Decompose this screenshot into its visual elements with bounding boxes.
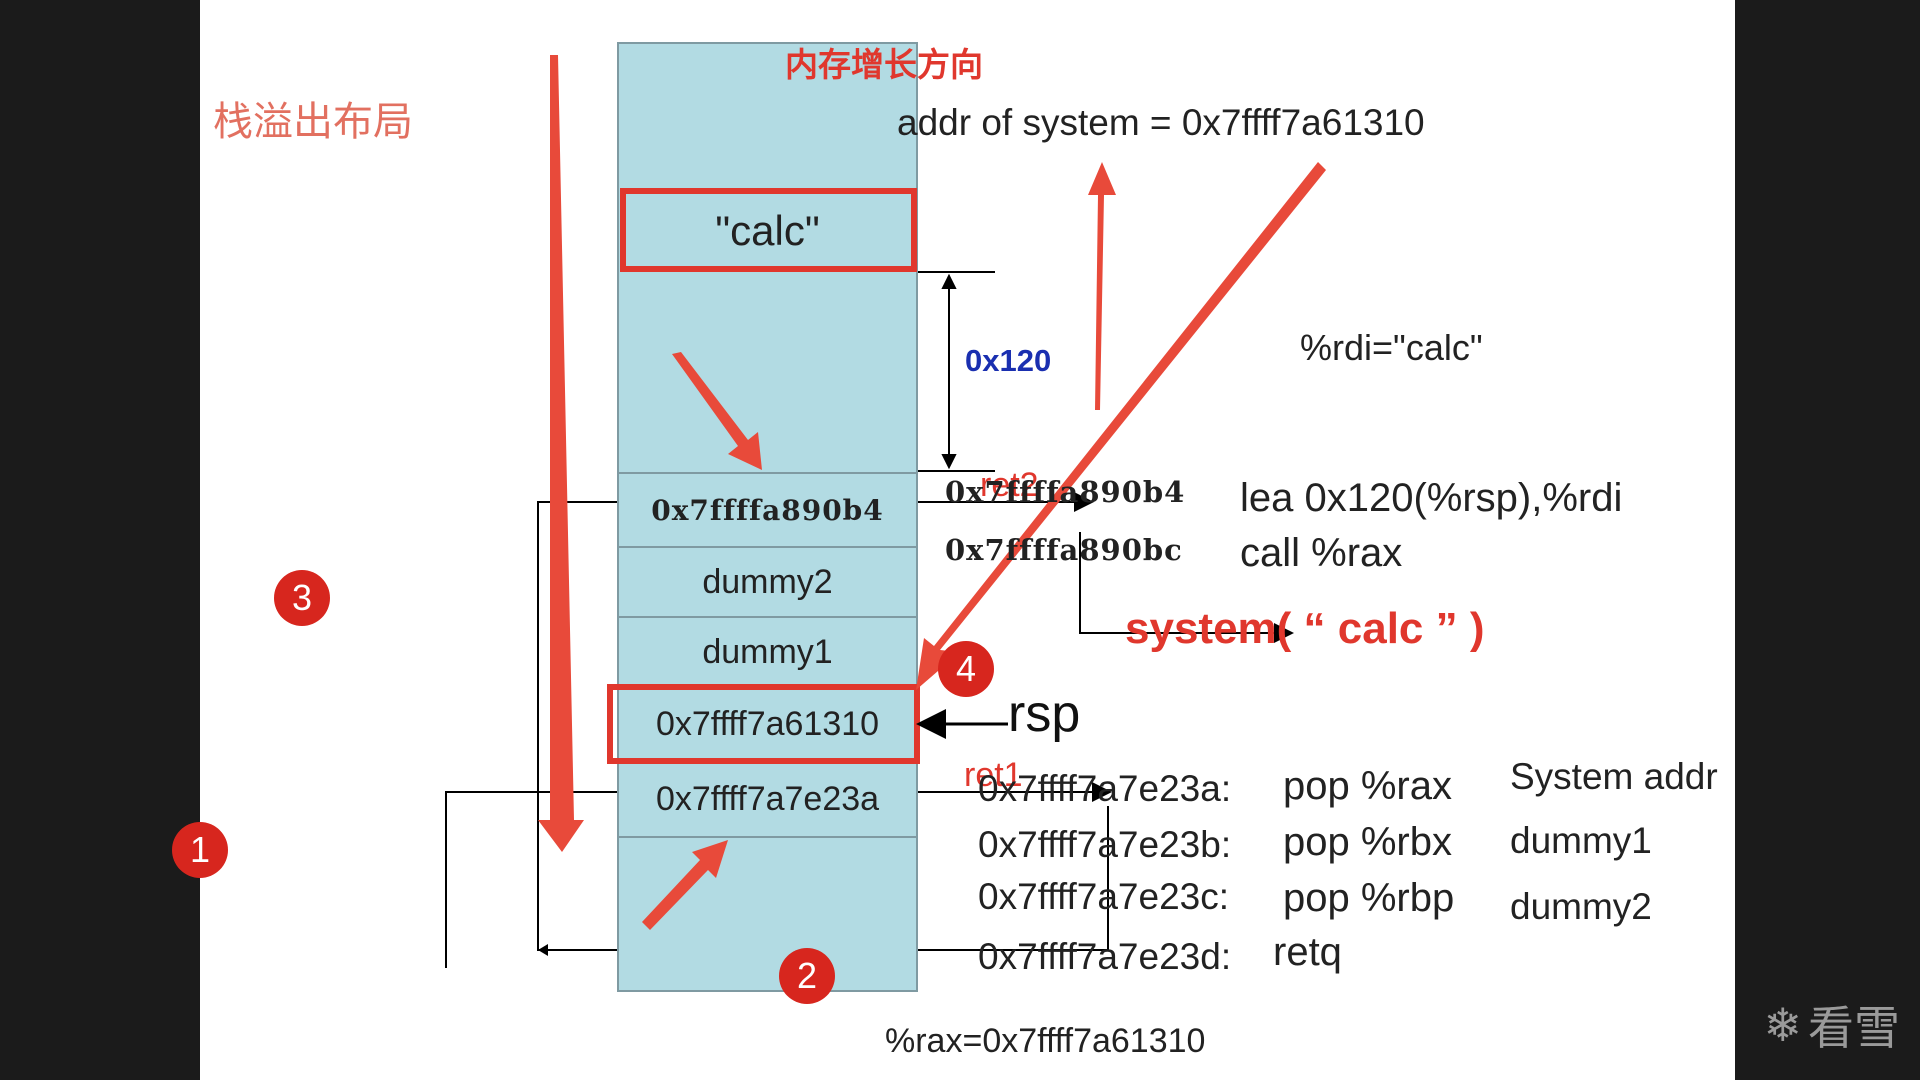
loop-1-path: [445, 791, 617, 968]
red-annotation-arrows: [538, 55, 1326, 930]
stack-divider: [617, 836, 918, 838]
system-call-result: system( “ calc ” ): [1125, 604, 1485, 653]
call-to-system-arrow: [1079, 532, 1294, 643]
slide-canvas: "calc" 0x7ffffa890b4 dummy2 dummy1 0x7ff…: [172, 0, 1735, 1080]
loop-3-path: [537, 501, 617, 951]
watermark: ❄ 看雪: [1763, 992, 1900, 1058]
stack-cell-dummy1: dummy1: [702, 632, 833, 671]
gadget1-note: dummy2: [1510, 886, 1652, 927]
gadget1-address: 0x7ffff7a7e23d:: [978, 936, 1232, 977]
memory-growth-title: 内存增长方向: [785, 46, 983, 83]
stack-divider: [617, 616, 918, 618]
layout-arrow: [538, 55, 584, 852]
growth-arrow: [1088, 162, 1116, 410]
gadget2-instruction-1: lea 0x120(%rsp),%rdi: [1240, 476, 1623, 520]
rsp-label: rsp: [1008, 685, 1081, 743]
stack-divider: [617, 472, 918, 474]
stack-divider: [617, 546, 918, 548]
step-badge-4: 4: [938, 641, 994, 697]
gadget1-address: 0x7ffff7a7e23b:: [978, 824, 1232, 865]
snowflake-icon: ❄: [1763, 999, 1802, 1051]
step-badge-3: 3: [274, 570, 330, 626]
offset-pointer-arrow: [672, 352, 762, 470]
stack-cell-calc: "calc": [715, 207, 820, 254]
offset-bracket: [918, 271, 995, 472]
rdi-note: %rdi="calc": [1300, 327, 1483, 368]
stack-cell-gadget-address: 0x7ffff7a7e23a: [655, 779, 880, 818]
watermark-text: 看雪: [1808, 1002, 1900, 1054]
gadget1-instruction: retq: [1273, 930, 1342, 974]
gadget2-address-2: 0x7ffffa890bc: [945, 533, 1183, 567]
stack-cell-system-address: 0x7ffff7a61310: [655, 704, 880, 743]
gadget1-instruction: pop %rax: [1283, 764, 1452, 808]
gadget2-instruction-2: call %rax: [1240, 531, 1403, 575]
step-badge-1: 1: [172, 822, 228, 878]
ret1-label: ret1: [964, 756, 1023, 794]
gadget1-note: System addr: [1510, 756, 1718, 797]
gadget-pointer-arrow: [642, 840, 728, 930]
gadget1-instruction: pop %rbp: [1283, 876, 1455, 920]
loop-2-path: [918, 806, 1109, 951]
calc-highlight-box: [620, 188, 917, 272]
stack-layout-title: 栈溢出布局: [213, 100, 413, 144]
step-badge-2: 2: [779, 948, 835, 1004]
ret2-label: ret2: [980, 466, 1039, 504]
offset-label: 0x120: [965, 343, 1052, 378]
gadget2-address-1: 0x7ffffa890b4: [945, 475, 1186, 509]
gadget1-instruction: pop %rbx: [1283, 820, 1452, 864]
rax-note: %rax=0x7ffff7a61310: [885, 1022, 1206, 1060]
diagram-arrows: [445, 55, 1326, 968]
stack-column: [617, 42, 918, 992]
system-address-note: addr of system = 0x7ffff7a61310: [897, 102, 1425, 143]
gadget1-address: 0x7ffff7a7e23a:: [978, 768, 1232, 809]
stack-cell-ret2-address: 0x7ffffa890b4: [651, 493, 884, 527]
gadget1-note: dummy1: [1510, 820, 1652, 861]
stack-cell-dummy2: dummy2: [702, 562, 833, 601]
gadget1-address: 0x7ffff7a7e23c:: [978, 876, 1230, 917]
system-addr-arrow: [916, 162, 1326, 690]
